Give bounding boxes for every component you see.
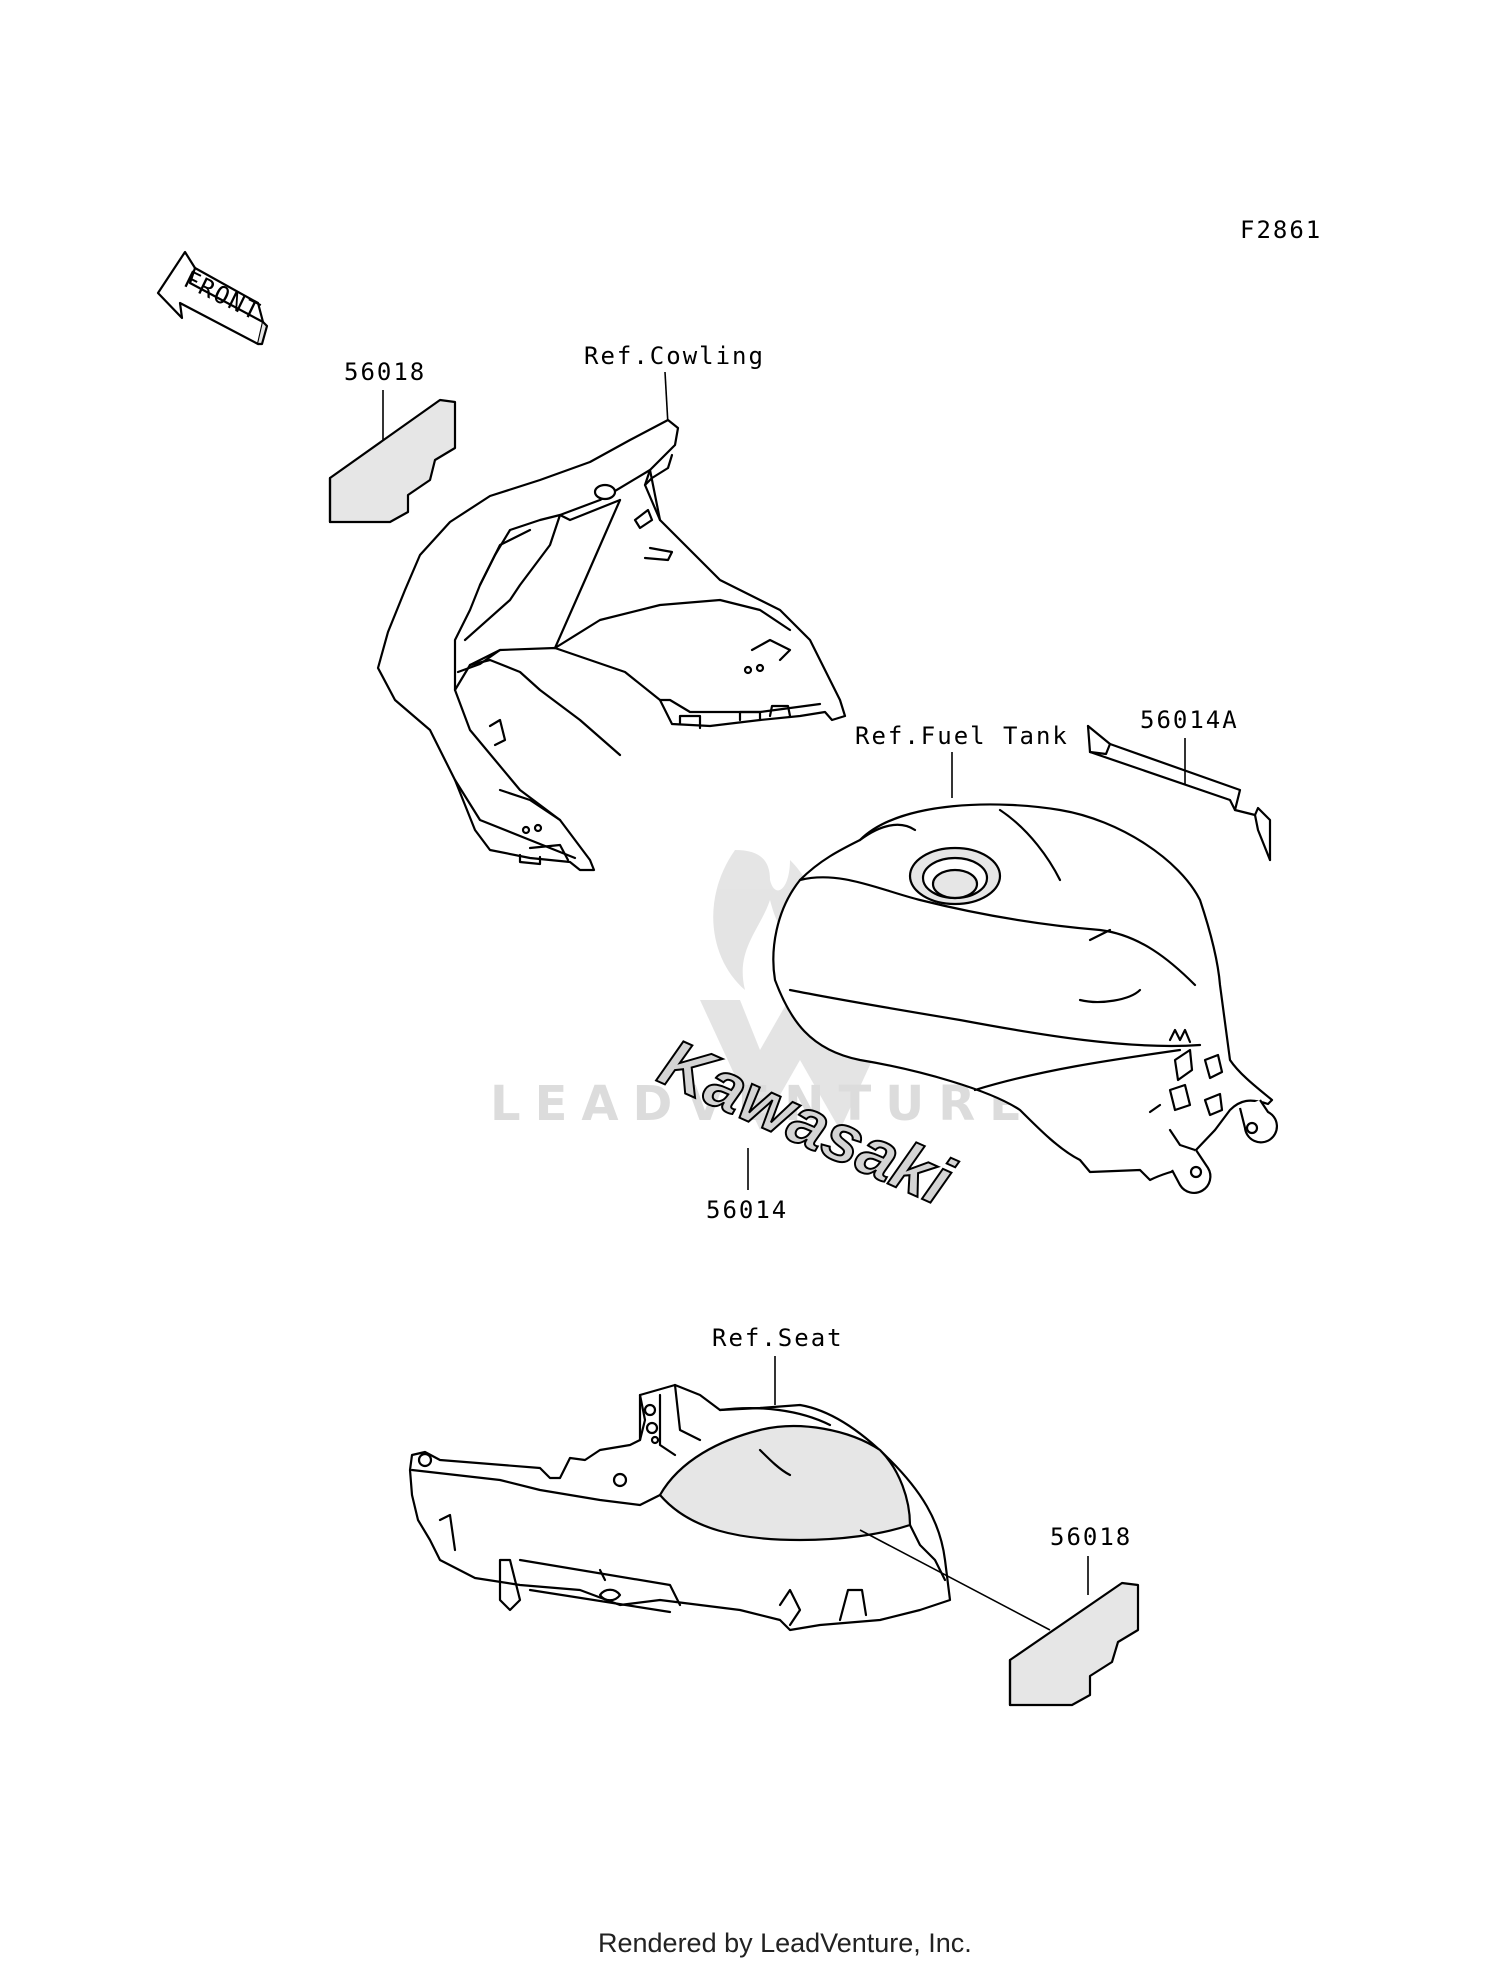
callout-ref-cowling: Ref.Cowling (584, 342, 765, 370)
seat-drawing (408, 1383, 952, 1632)
callout-emblem: 56014 (706, 1196, 788, 1224)
callout-ref-fuel-tank: Ref.Fuel Tank (855, 722, 1069, 750)
diagram-code: F2861 (1240, 216, 1322, 244)
watermark-text: LEADVENTURE (490, 1076, 1036, 1132)
leader-seat-sticker (859, 1529, 1051, 1631)
callout-stripe: 56014A (1140, 706, 1239, 734)
callout-ref-seat: Ref.Seat (712, 1324, 844, 1352)
cowling-drawing (376, 418, 847, 872)
leader-ref-cowling (664, 371, 669, 426)
callout-sticker-front: 56018 (344, 358, 426, 386)
fuel-tank-drawing (772, 803, 1278, 1194)
sticker-front (328, 398, 457, 524)
stripe-decal (1086, 724, 1272, 862)
sticker-rear (1008, 1581, 1140, 1707)
callout-sticker-rear: 56018 (1050, 1523, 1132, 1551)
footer-credit: Rendered by LeadVenture, Inc. (598, 1928, 972, 1958)
front-arrow-icon: FRONT (156, 250, 269, 346)
